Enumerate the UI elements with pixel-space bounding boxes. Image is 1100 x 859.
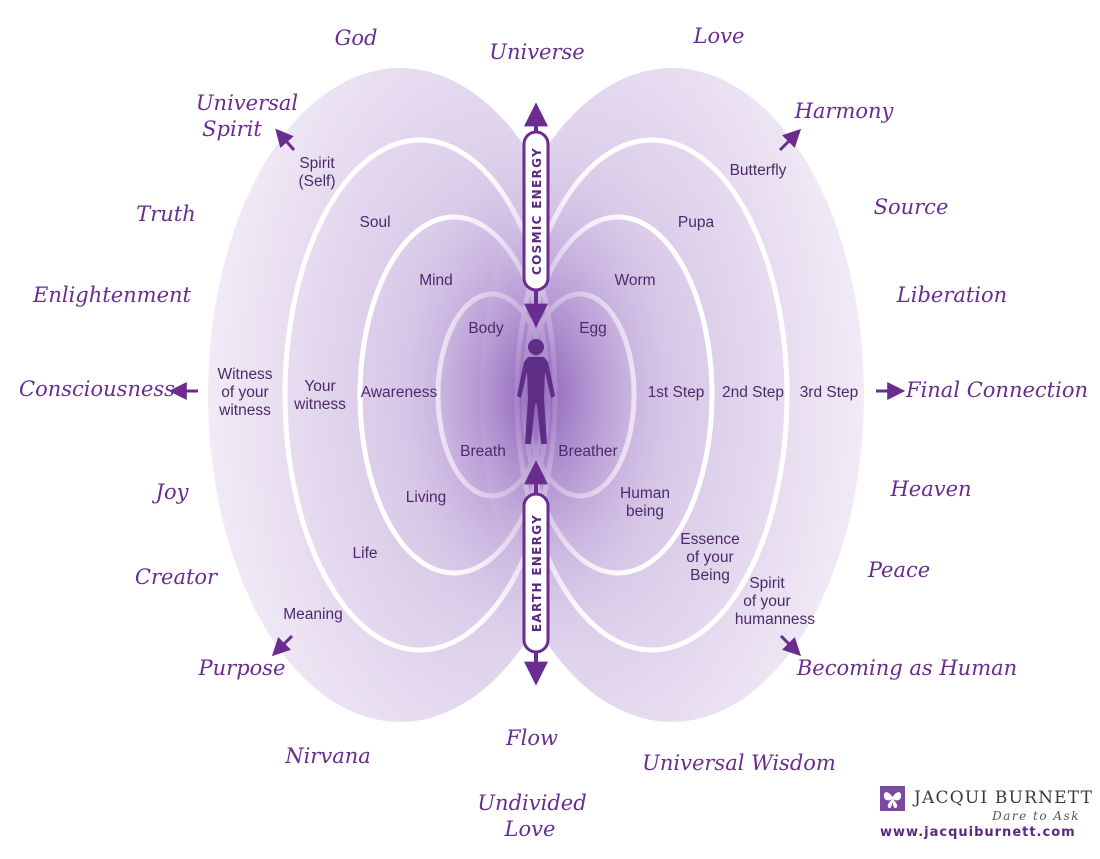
word-final-connection: Final Connection bbox=[905, 378, 1088, 402]
label-egg: Egg bbox=[579, 320, 607, 337]
earth-energy-label: EARTH ENERGY bbox=[530, 514, 544, 632]
earth-energy-band bbox=[522, 492, 550, 654]
core-labels: Body Egg Breath Breather bbox=[460, 320, 618, 460]
arrow-universal-spirit bbox=[275, 128, 296, 151]
word-consciousness: Consciousness bbox=[19, 377, 175, 401]
word-creator: Creator bbox=[135, 565, 219, 589]
label-worm: Worm bbox=[614, 272, 655, 289]
label-awareness: Awareness bbox=[361, 384, 438, 401]
word-flow: Flow bbox=[505, 726, 558, 750]
label-living: Living bbox=[406, 489, 447, 506]
human-figure-icon bbox=[517, 339, 555, 444]
word-god: God bbox=[335, 26, 378, 50]
word-liberation: Liberation bbox=[896, 283, 1007, 307]
brand: JACQUI BURNETT Dare to Ask www.jacquibur… bbox=[880, 786, 1093, 840]
word-becoming-human: Becoming as Human bbox=[796, 656, 1017, 680]
butterfly-logo-icon bbox=[880, 786, 905, 811]
word-universal-wisdom: Universal Wisdom bbox=[642, 751, 836, 775]
label-butterfly: Butterfly bbox=[730, 162, 787, 179]
arrow-harmony bbox=[778, 128, 802, 152]
label-1st-step: 1st Step bbox=[648, 384, 705, 401]
brand-url[interactable]: www.jacquiburnett.com bbox=[880, 825, 1076, 840]
word-purpose: Purpose bbox=[198, 656, 286, 680]
arrow-becoming-human bbox=[779, 634, 802, 657]
arrow-purpose bbox=[271, 634, 294, 657]
word-joy: Joy bbox=[152, 480, 190, 504]
word-nirvana: Nirvana bbox=[284, 744, 371, 768]
cosmic-energy-band bbox=[522, 130, 550, 292]
label-pupa: Pupa bbox=[678, 214, 715, 231]
word-enlightenment: Enlightenment bbox=[32, 283, 192, 307]
brand-name: JACQUI BURNETT bbox=[912, 788, 1093, 808]
label-spirit-self: Spirit(Self) bbox=[298, 155, 335, 190]
energy-axis: COSMIC ENERGY EARTH ENERGY bbox=[522, 102, 550, 686]
word-universe: Universe bbox=[489, 40, 584, 64]
label-meaning: Meaning bbox=[283, 606, 342, 623]
word-truth: Truth bbox=[136, 202, 196, 226]
label-mind: Mind bbox=[419, 272, 453, 289]
label-life: Life bbox=[353, 545, 378, 562]
label-breather: Breather bbox=[558, 443, 617, 460]
label-body: Body bbox=[468, 320, 504, 337]
word-peace: Peace bbox=[867, 558, 930, 582]
second-ring-labels: Mind Awareness Living Worm 1st Step Huma… bbox=[361, 272, 705, 520]
word-love: Love bbox=[693, 24, 745, 48]
word-heaven: Heaven bbox=[889, 477, 971, 501]
brand-tagline: Dare to Ask bbox=[991, 809, 1080, 823]
label-3rd-step: 3rd Step bbox=[800, 384, 859, 401]
label-breath: Breath bbox=[460, 443, 506, 460]
cosmic-energy-label: COSMIC ENERGY bbox=[530, 147, 544, 275]
word-source: Source bbox=[874, 195, 949, 219]
word-harmony: Harmony bbox=[794, 99, 895, 123]
direction-arrows bbox=[168, 128, 906, 657]
label-soul: Soul bbox=[359, 214, 390, 231]
label-2nd-step: 2nd Step bbox=[722, 384, 784, 401]
